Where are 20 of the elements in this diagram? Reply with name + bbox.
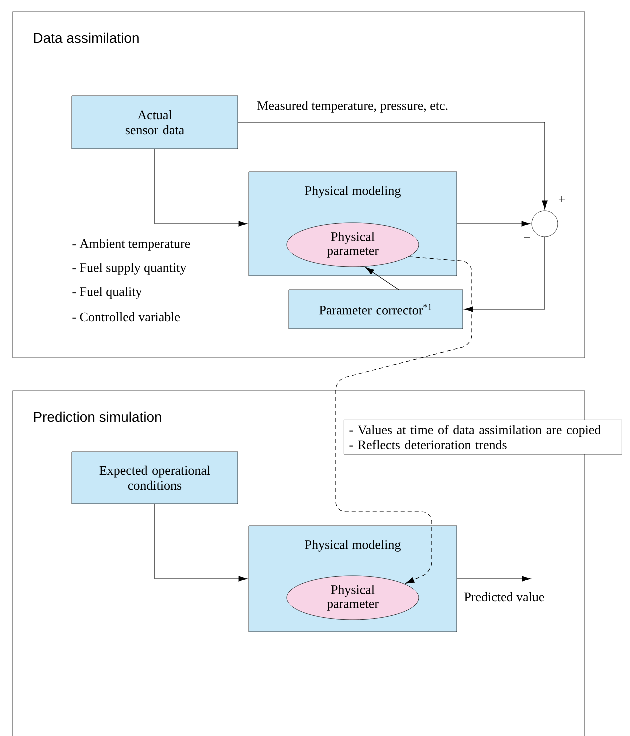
arrow xyxy=(456,221,531,227)
process-box: Actual sensor data xyxy=(72,96,238,150)
arrow xyxy=(154,148,248,227)
input-label: - Fuel supply quantity xyxy=(72,263,187,275)
arrow xyxy=(464,236,546,312)
edge-label: Predicted value xyxy=(463,591,546,603)
process-box: Expected operational conditions xyxy=(72,452,238,504)
input-label: - Controlled variable xyxy=(72,312,180,322)
note-box: - Values at time of data assimilation are copied - Reflects deterioration trends xyxy=(344,420,622,455)
arrow xyxy=(366,267,400,290)
arrow xyxy=(336,256,472,584)
process-box: Parameter corrector$^{*1}$ xyxy=(288,290,464,330)
input-label: - Fuel quality xyxy=(72,287,142,299)
arrow xyxy=(154,504,248,582)
input-label: - Ambient temperature xyxy=(72,239,190,251)
arrow xyxy=(238,122,548,210)
sign-label: + xyxy=(558,196,566,202)
arrow xyxy=(456,576,531,582)
edge-label: Measured temperature, pressure, etc. xyxy=(256,100,450,114)
summing-junction xyxy=(532,210,558,238)
